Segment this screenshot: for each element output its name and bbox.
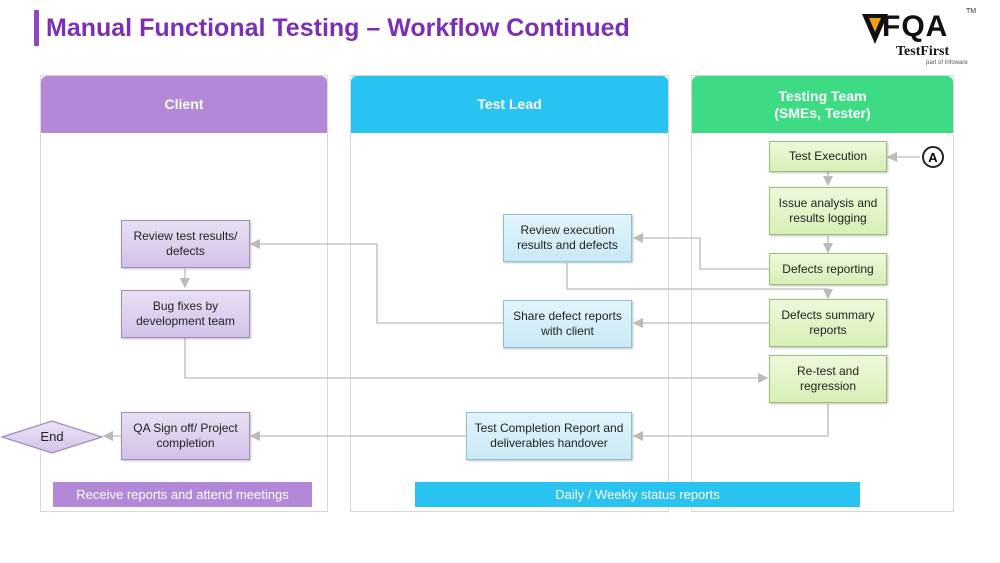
footer-client-label: Receive reports and attend meetings (76, 487, 289, 502)
footer-client-meetings: Receive reports and attend meetings (53, 482, 312, 507)
box-issue-analysis: Issue analysis and results logging (769, 187, 887, 235)
box-retest-regression-label: Re-test and regression (796, 364, 860, 393)
box-defects-reporting: Defects reporting (769, 253, 887, 285)
box-test-completion-report-label: Test Completion Report and deliverables … (474, 421, 624, 450)
logo-subtext: part of Infoware (926, 60, 968, 66)
end-label: End (40, 429, 64, 444)
box-share-defect-label: Share defect reports with client (513, 309, 622, 338)
end-terminator-shape (0, 420, 104, 454)
box-defects-summary: Defects summary reports (769, 299, 887, 347)
title-accent-bar (34, 10, 39, 46)
box-share-defect: Share defect reports with client (503, 300, 632, 348)
lane-client-header: Client (41, 76, 327, 133)
lane-client-title: Client (164, 96, 204, 112)
lane-test-lead-title: Test Lead (477, 96, 542, 112)
box-test-completion-report: Test Completion Report and deliverables … (466, 412, 632, 460)
page-title: Manual Functional Testing – Workflow Con… (46, 14, 630, 42)
box-review-execution: Review execution results and defects (503, 214, 632, 262)
lane-testing-team-subtitle: (SMEs, Tester) (774, 104, 871, 121)
box-issue-analysis-label: Issue analysis and results logging (778, 196, 878, 225)
box-bug-fixes-label: Bug fixes by development team (136, 299, 235, 328)
lane-testing-team-title: Testing Team (778, 87, 867, 104)
footer-status-label: Daily / Weekly status reports (555, 487, 720, 502)
box-defects-reporting-label: Defects reporting (782, 261, 874, 276)
logo-mark-icon (862, 14, 888, 44)
lane-test-lead-header: Test Lead (351, 76, 668, 133)
lane-testing-team-header: Testing Team (SMEs, Tester) (692, 76, 953, 133)
box-test-execution-label: Test Execution (788, 149, 868, 163)
box-test-execution: Test Execution (769, 141, 887, 172)
footer-status-reports: Daily / Weekly status reports (415, 482, 860, 507)
box-qa-signoff-label: QA Sign off/ Project completion (133, 421, 238, 450)
logo-tagline: TestFirst (896, 44, 950, 59)
box-qa-signoff: QA Sign off/ Project completion (121, 412, 250, 460)
connector-a-label: A (928, 149, 938, 165)
box-review-test-results: Review test results/ defects (121, 220, 250, 268)
box-defects-summary-label: Defects summary reports (781, 308, 875, 337)
box-bug-fixes: Bug fixes by development team (121, 290, 250, 338)
connector-a: A (922, 146, 944, 168)
lane-testing-team: Testing Team (SMEs, Tester) (691, 75, 954, 512)
box-retest-regression: Re-test and regression (769, 355, 887, 403)
logo-trademark: TM (966, 8, 977, 15)
fqa-logo: FQA TM TestFirst part of Infoware (862, 8, 982, 68)
box-review-execution-label: Review execution results and defects (517, 223, 618, 252)
logo-brand: FQA (882, 10, 949, 43)
box-review-test-results-label: Review test results/ defects (133, 229, 238, 258)
